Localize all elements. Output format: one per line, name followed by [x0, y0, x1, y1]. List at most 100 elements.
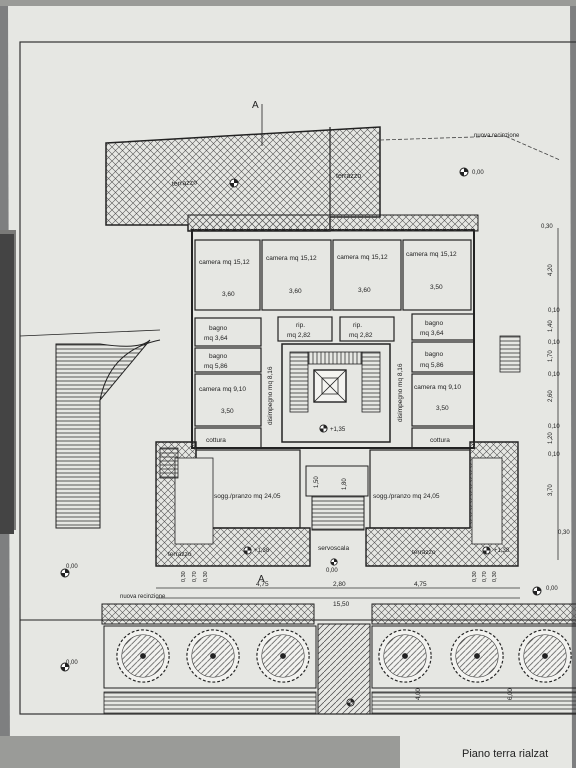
- room-label: camera mq 15,12: [199, 259, 250, 266]
- level-label: 1,50: [314, 476, 320, 488]
- terrace-label-bottom-right: terrazzo: [412, 549, 436, 556]
- terrace-label-top-left: terrazzo: [172, 179, 198, 188]
- room-label: sogg./pranzo mq 24,05: [214, 493, 281, 500]
- dimension-label: 1,40: [548, 320, 554, 332]
- planter-right: [371, 625, 576, 689]
- dimension-label: 0,30: [472, 571, 478, 582]
- elevator-symbol-icon: [313, 369, 347, 403]
- room-dim: 3,60: [222, 291, 235, 298]
- stair-landing: [307, 351, 363, 365]
- room-label: rip.: [296, 322, 305, 329]
- dimension-label: 0,30: [541, 224, 553, 230]
- dark-block-left: [0, 234, 14, 534]
- room-dim: 3,50: [221, 408, 234, 415]
- level-label: 0,00: [326, 568, 338, 574]
- entrance-hall: [305, 465, 369, 497]
- level-marker-icon: [532, 586, 542, 596]
- level-label: 0,00: [472, 170, 484, 176]
- binding-strip: [0, 736, 400, 768]
- dimension-label: 0,30: [558, 530, 570, 536]
- parking-strip-left: [103, 691, 317, 715]
- room-label: camera mq 15,12: [337, 254, 388, 261]
- tree-symbol-icon: [256, 629, 310, 683]
- tree-symbol-icon: [116, 629, 170, 683]
- terrace-label-bottom-left: terrazzo: [168, 551, 192, 558]
- room-ripostiglio-left: rip. mq 2,82: [277, 316, 333, 342]
- level-marker-icon: [459, 167, 469, 177]
- driveway: [317, 623, 371, 715]
- section-marker-bottom: A: [258, 574, 265, 585]
- terrace-label-top-right: terrazzo: [336, 173, 361, 180]
- dimension-label: 0,30: [181, 571, 187, 582]
- room-label: bagno: [209, 325, 227, 332]
- level-marker-icon: [330, 558, 338, 566]
- room-dim: 3,50: [430, 284, 443, 291]
- dimension-label: 1,20: [548, 432, 554, 444]
- level-marker-icon: [229, 178, 239, 188]
- dimension-label: 4,75: [256, 581, 269, 588]
- room-label: camera mq 9,10: [199, 386, 246, 393]
- tree-symbol-icon: [518, 629, 572, 683]
- room-area: mq 5,86: [204, 363, 228, 370]
- parking-strip-right: [371, 691, 576, 715]
- room-label: bagno: [425, 320, 443, 327]
- garden-hedge-right: [371, 603, 576, 625]
- room-area: mq 3,64: [204, 335, 228, 342]
- corridor-label-right: disimpegno mq 8,16: [397, 363, 404, 422]
- tree-symbol-icon: [186, 629, 240, 683]
- level-label: 0,00: [66, 564, 78, 570]
- room-cottura-right: cottura: [411, 427, 475, 449]
- dimension-label: 0,30: [492, 571, 498, 582]
- room-bagno-left-2: bagno mq 5,86: [194, 347, 262, 373]
- stair-symbol-icon: [361, 351, 381, 413]
- room-dim: 3,50: [436, 405, 449, 412]
- tree-symbol-icon: [450, 629, 504, 683]
- level-marker-icon: [60, 568, 70, 578]
- room-label: sogg./pranzo mq 24,05: [373, 493, 440, 500]
- servoscala-label: servoscala: [318, 545, 349, 552]
- room-label: camera mq 9,10: [414, 384, 461, 391]
- room-camera-3: camera mq 15,12 3,60: [332, 239, 402, 311]
- room-area: mq 3,64: [420, 330, 444, 337]
- dimension-label: 0,70: [192, 571, 198, 582]
- room-camera-right-small: camera mq 9,10 3,50: [411, 373, 475, 427]
- room-cottura-left: cottura: [194, 427, 262, 449]
- room-label: bagno: [425, 351, 443, 358]
- room-area: mq 5,86: [420, 362, 444, 369]
- stair-symbol-icon: [499, 335, 521, 373]
- new-fence-label: nuova recinzione: [474, 133, 520, 139]
- room-area: mq 2,82: [349, 332, 373, 339]
- entrance-stair: [311, 495, 365, 531]
- stair-core: [281, 343, 391, 443]
- tree-symbol-icon: [378, 629, 432, 683]
- room-dim: 3,60: [289, 288, 302, 295]
- garden-hedge: [101, 603, 315, 625]
- room-bagno-right-2: bagno mq 5,86: [411, 341, 475, 373]
- ramp-curve: [99, 339, 161, 401]
- level-label: 0,00: [66, 660, 78, 666]
- terrace-bottom-left-inner: [174, 457, 214, 545]
- level-label: 1,80: [342, 478, 348, 490]
- level-marker-icon: [319, 424, 328, 433]
- dimension-label: 4,20: [548, 264, 554, 276]
- dimension-label: 4,75: [414, 581, 427, 588]
- boundary-line: [19, 329, 161, 337]
- level-marker-icon: [482, 546, 491, 555]
- new-fence-line: [379, 135, 561, 161]
- room-bagno-left-1: bagno mq 3,64: [194, 317, 262, 347]
- room-camera-1: camera mq 15,12 3,60: [194, 239, 261, 311]
- access-ramp: [55, 339, 151, 529]
- dimension-label: 0,10: [548, 424, 560, 430]
- new-fence-label-bottom: nuova recinzione: [120, 594, 166, 600]
- level-label: +1,38: [254, 548, 270, 554]
- dimension-label: 1,70: [548, 350, 554, 362]
- dimension-label: 2,60: [548, 390, 554, 402]
- planter-left: [103, 625, 317, 689]
- paper-top-edge: [0, 0, 576, 6]
- room-label: camera mq 15,12: [266, 255, 317, 262]
- drawing-caption: Piano terra rialzat: [462, 748, 549, 760]
- terrace-bottom-right-inner: [471, 457, 503, 545]
- room-camera-4: camera mq 15,12 3,50: [402, 239, 472, 311]
- stair-symbol-icon: [289, 351, 309, 413]
